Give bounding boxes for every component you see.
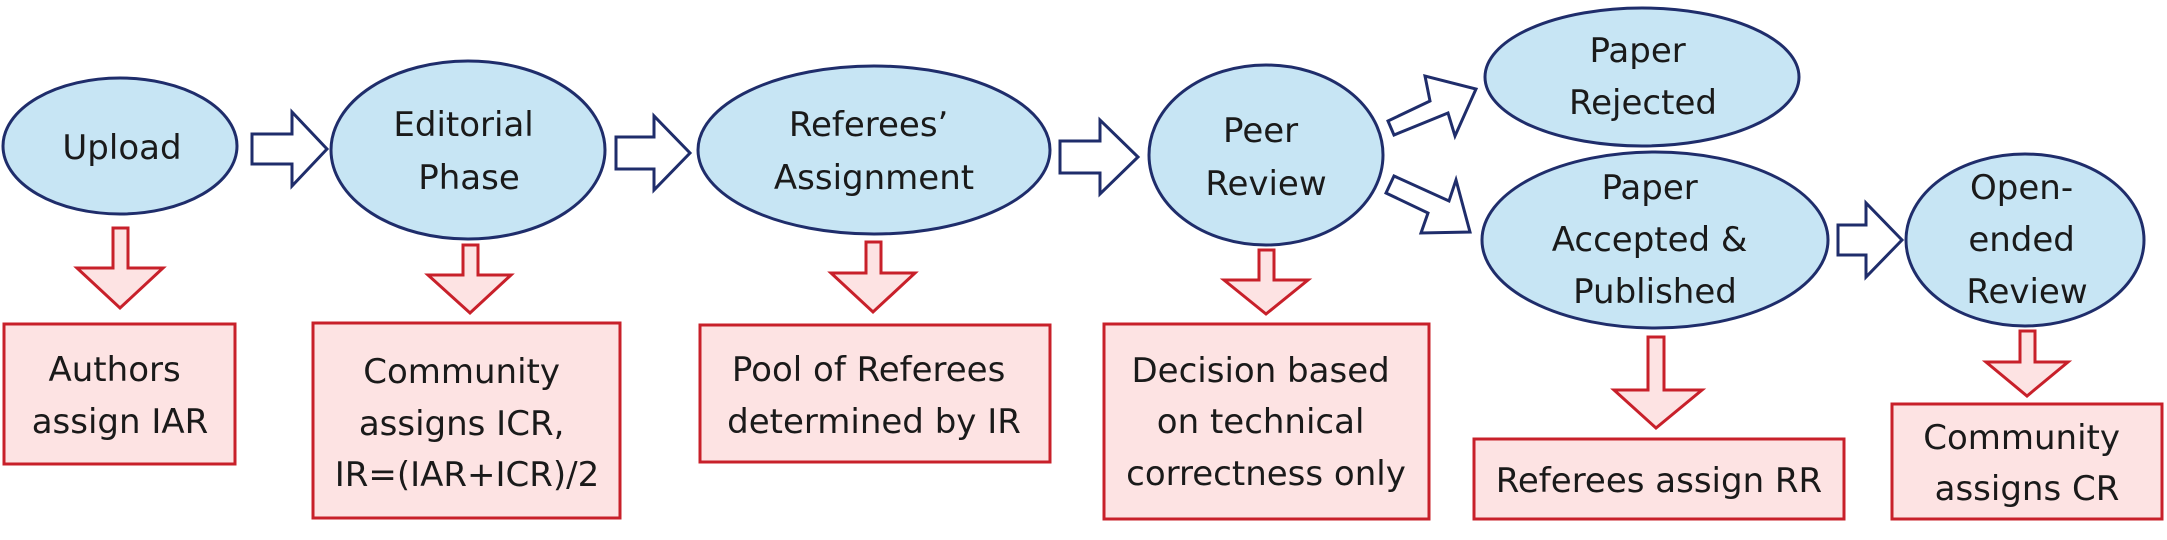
note-arrow-review xyxy=(1219,248,1313,316)
flow-arrow-assignment-to-review xyxy=(1058,116,1141,198)
note-arrow-upload xyxy=(73,226,167,311)
note-decision-based-text: Decision based on technical correctness … xyxy=(1126,351,1406,494)
flow-arrow-review-to-rejected xyxy=(1386,73,1479,141)
stage-upload-label: Upload xyxy=(62,128,181,168)
note-arrow-editorial xyxy=(424,243,515,316)
stage-open-ended-review: Open- ended Review xyxy=(1904,152,2146,328)
flow-arrow-upload-to-editorial xyxy=(250,108,330,190)
note-authors-assign-iar: Authors assign IAR xyxy=(2,322,237,466)
note-decision-based: Decision based on technical correctness … xyxy=(1102,322,1431,521)
note-pool-of-referees-text: Pool of Referees determined by IR xyxy=(727,350,1021,442)
note-community-assigns-cr: Community assigns CR xyxy=(1890,402,2164,521)
note-referees-assign-rr-text: Referees assign RR xyxy=(1496,461,1822,501)
stage-open-ended-review-label: Open- ended Review xyxy=(1966,168,2087,312)
stage-paper-rejected: Paper Rejected xyxy=(1483,6,1801,148)
stage-editorial-phase-label: Editorial Phase xyxy=(393,105,544,198)
stage-paper-accepted-published: Paper Accepted & Published xyxy=(1480,150,1830,330)
stage-peer-review: Peer Review xyxy=(1147,63,1385,247)
note-community-assigns-cr-text: Community assigns CR xyxy=(1923,418,2131,509)
note-arrow-assignment xyxy=(827,240,919,315)
note-referees-assign-rr: Referees assign RR xyxy=(1472,437,1846,521)
stage-referees-assignment: Referees’ Assignment xyxy=(696,64,1052,236)
flow-arrow-review-to-accepted xyxy=(1384,174,1472,235)
note-authors-assign-iar-text: Authors assign IAR xyxy=(32,350,209,442)
flow-arrow-editorial-to-assignment xyxy=(614,112,693,194)
note-community-assigns-icr: Community assigns ICR, IR=(IAR+ICR)/2 xyxy=(311,321,622,520)
stage-paper-accepted-published-label: Paper Accepted & Published xyxy=(1552,168,1759,312)
stage-referees-assignment-label: Referees’ Assignment xyxy=(774,105,974,198)
flow-arrow-accepted-to-open-review xyxy=(1836,199,1905,281)
stage-upload: Upload xyxy=(1,76,239,216)
note-arrow-accepted xyxy=(1610,335,1707,430)
note-community-assigns-icr-text: Community assigns ICR, IR=(IAR+ICR)/2 xyxy=(335,352,600,495)
note-pool-of-referees: Pool of Referees determined by IR xyxy=(698,323,1052,464)
stage-editorial-phase: Editorial Phase xyxy=(329,59,607,241)
stage-paper-rejected-label: Paper Rejected xyxy=(1569,31,1717,123)
stage-peer-review-label: Peer Review xyxy=(1205,111,1326,204)
note-arrow-open-review xyxy=(1981,329,2073,398)
